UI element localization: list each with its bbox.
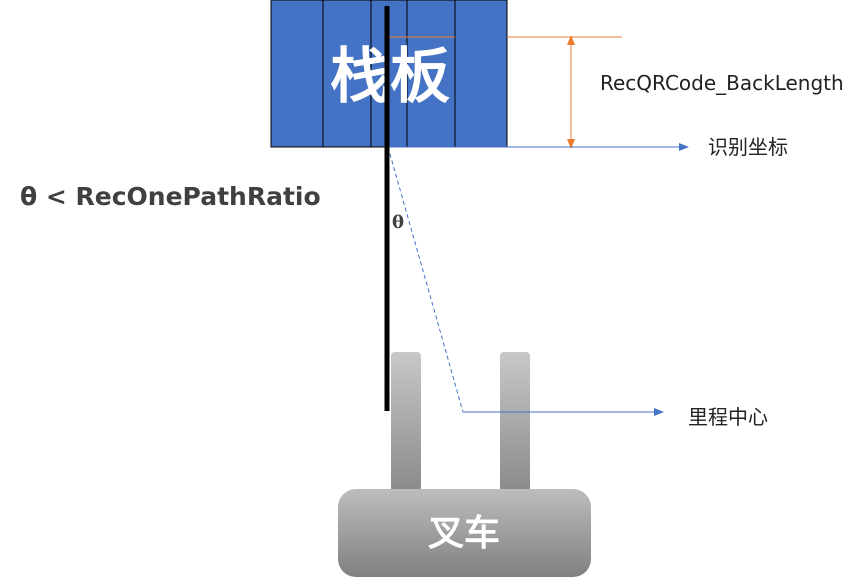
condition-text: θ < RecOnePathRatio [20, 182, 321, 211]
back-length-measure: RecQRCode_BackLength [388, 35, 844, 149]
fork-right [500, 352, 530, 492]
forklift-body [338, 489, 591, 577]
back-length-label: RecQRCode_BackLength [600, 71, 844, 95]
forklift: 叉车 [338, 352, 591, 577]
pallet-label: 栈板 [330, 42, 450, 112]
recognition-arrow: 识别坐标 [388, 135, 788, 159]
angle-dashed-line [387, 146, 464, 413]
recognition-label: 识别坐标 [708, 135, 788, 159]
odometry-arrow: 里程中心 [463, 405, 768, 429]
angle-symbol: θ [392, 212, 404, 233]
forklift-label: 叉车 [428, 513, 500, 554]
fork-left [391, 352, 421, 492]
odometry-label: 里程中心 [688, 405, 768, 429]
